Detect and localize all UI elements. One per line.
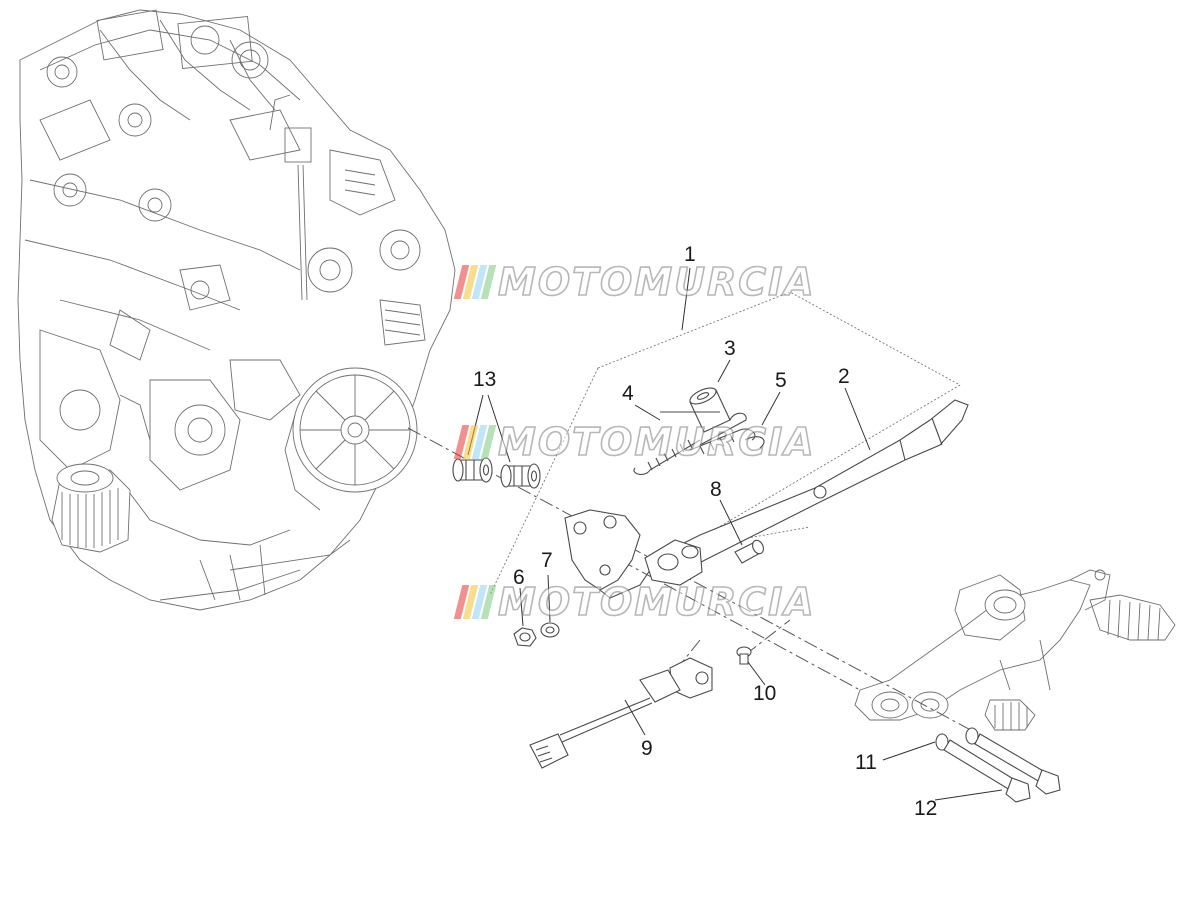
watermark-middle: MOTOMURCIA: [453, 419, 816, 465]
watermark-text: MOTOMURCIA: [497, 259, 816, 305]
bolts: [943, 733, 1061, 803]
watermark-top: MOTOMURCIA: [453, 259, 816, 305]
watermark-stripes: [453, 265, 497, 299]
callout-1: 1: [684, 243, 696, 266]
callout-4: 4: [622, 382, 634, 405]
watermark-stripes: [453, 425, 497, 459]
callout-11: 11: [855, 751, 877, 774]
rubber-bushing-pair: [452, 457, 541, 489]
kit-outline: [489, 291, 961, 596]
stand-bracket: [564, 509, 651, 599]
callout-3: 3: [724, 337, 736, 360]
washer: [540, 622, 560, 638]
pin: [734, 539, 764, 564]
nut: [513, 627, 537, 647]
watermark-stripes: [453, 585, 497, 619]
watermark-text: MOTOMURCIA: [497, 579, 816, 625]
engine-illustration: [17, 9, 456, 611]
callout-5: 5: [775, 369, 787, 392]
spacer-sleeve: [689, 387, 731, 433]
callout-12: 12: [914, 797, 938, 820]
callout-7: 7: [541, 549, 553, 572]
callout-2: 2: [838, 365, 850, 388]
watermark-text: MOTOMURCIA: [497, 419, 816, 465]
callout-8: 8: [710, 478, 722, 501]
callout-10: 10: [753, 682, 777, 705]
stand-switch-cable: [529, 657, 713, 769]
screw: [736, 646, 752, 665]
return-springs: [633, 411, 765, 476]
bolt-washer: [935, 727, 979, 751]
callout-13: 13: [473, 368, 497, 391]
footrest-bracket: [854, 569, 1176, 731]
side-stand-leg: [644, 399, 969, 586]
callout-6: 6: [513, 566, 525, 589]
callout-9: 9: [641, 737, 653, 760]
watermark-bottom: MOTOMURCIA: [453, 579, 816, 625]
